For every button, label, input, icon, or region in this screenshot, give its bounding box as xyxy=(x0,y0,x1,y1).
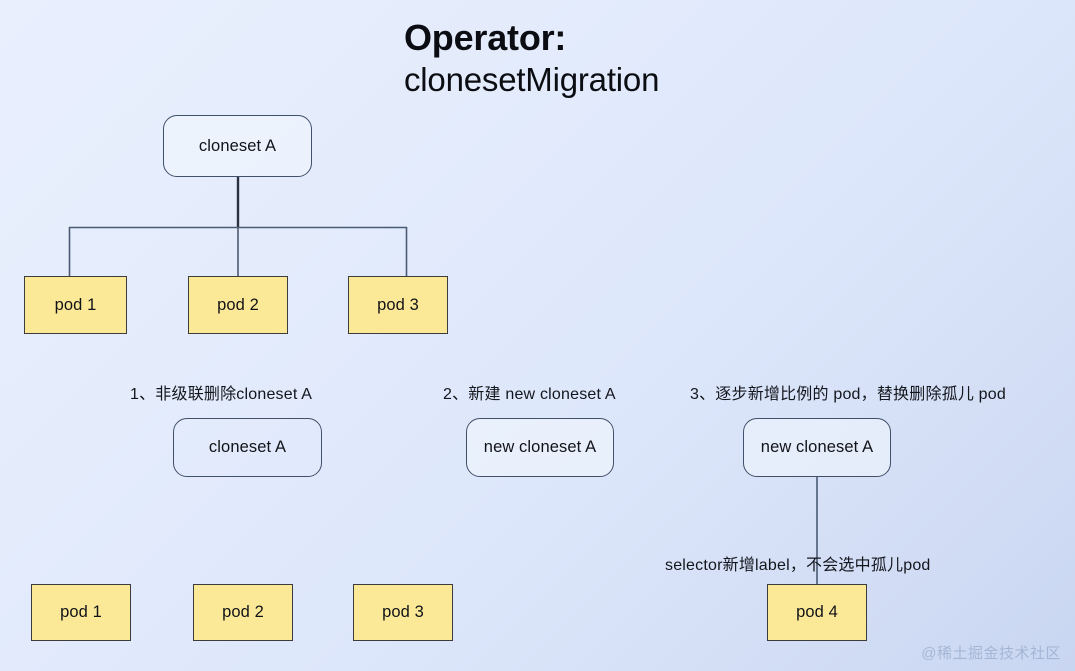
node-pod-1-bottom[interactable]: pod 1 xyxy=(31,584,131,641)
node-cloneset-a-root[interactable]: cloneset A xyxy=(163,115,312,177)
node-new-cloneset-a-step3[interactable]: new cloneset A xyxy=(743,418,891,477)
node-label: pod 2 xyxy=(222,603,264,621)
node-label: pod 3 xyxy=(382,603,424,621)
node-pod-3-top[interactable]: pod 3 xyxy=(348,276,448,334)
node-new-cloneset-a-step2[interactable]: new cloneset A xyxy=(466,418,614,477)
step-label-3: 3、逐步新增比例的 pod，替换删除孤儿 pod xyxy=(690,386,1006,403)
node-label: cloneset A xyxy=(198,136,277,155)
step-label-1: 1、非级联删除cloneset A xyxy=(130,386,313,403)
title-line-1: Operator: xyxy=(404,17,567,58)
watermark: @稀土掘金技术社区 xyxy=(921,645,1061,662)
node-pod-2-bottom[interactable]: pod 2 xyxy=(193,584,293,641)
node-label: new cloneset A xyxy=(483,438,597,456)
node-label: pod 1 xyxy=(54,295,97,314)
node-cloneset-a-step1[interactable]: cloneset A xyxy=(173,418,322,477)
node-pod-4-bottom[interactable]: pod 4 xyxy=(767,584,867,641)
node-pod-2-top[interactable]: pod 2 xyxy=(188,276,288,334)
selector-annotation: selector新增label，不会选中孤儿pod xyxy=(665,557,931,574)
node-pod-3-bottom[interactable]: pod 3 xyxy=(353,584,453,641)
node-label: cloneset A xyxy=(208,438,287,456)
node-label: pod 4 xyxy=(796,603,838,621)
node-label: pod 1 xyxy=(60,603,102,621)
node-label: new cloneset A xyxy=(760,438,874,456)
node-label: pod 2 xyxy=(217,295,259,314)
title-line-2: clonesetMigration xyxy=(404,61,660,98)
step-label-2: 2、新建 new cloneset A xyxy=(443,386,616,403)
page-title: Operator: clonesetMigration xyxy=(404,17,660,98)
node-label: pod 3 xyxy=(377,295,419,314)
node-pod-1-top[interactable]: pod 1 xyxy=(24,276,127,334)
